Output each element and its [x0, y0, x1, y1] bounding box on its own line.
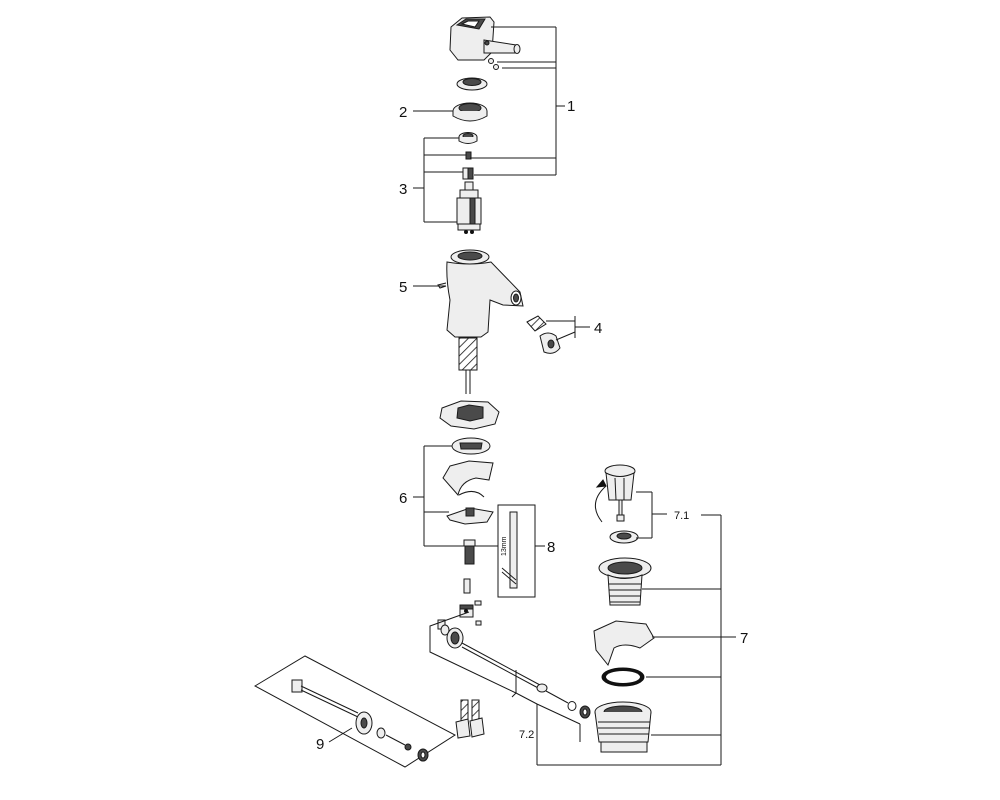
callout-7-1: 7.1 [674, 510, 689, 522]
callout-9: 9 [316, 736, 324, 753]
callout-labels: 1 2 3 4 5 6 7 7.1 7.2 8 9 [316, 98, 748, 753]
pivot-rod [461, 642, 591, 719]
spray-nozzle [526, 315, 561, 354]
callout-3: 3 [399, 181, 407, 198]
waste-flange [598, 557, 652, 606]
callout-1: 1 [567, 98, 575, 115]
connection-hoses [455, 699, 485, 739]
popup-plug [595, 464, 636, 523]
mixer-body [437, 249, 524, 394]
hose-kit [253, 655, 456, 768]
handle-assembly [449, 16, 521, 70]
tool-size-label: 13mm [501, 536, 508, 556]
callout-5: 5 [399, 279, 407, 296]
waste-gasket [593, 620, 655, 667]
plug-seal [609, 530, 639, 544]
callout-7-2: 7.2 [519, 729, 534, 741]
cartridge [456, 181, 482, 234]
waste-body [594, 701, 652, 753]
small-ring [458, 132, 478, 144]
adapter [462, 167, 474, 180]
clevis-clamp [459, 600, 482, 626]
callout-7: 7 [740, 630, 748, 647]
fixing-plate [446, 491, 494, 525]
threaded-rod [463, 539, 476, 594]
callout-2: 2 [399, 104, 407, 121]
cap-ring [456, 77, 488, 91]
seal-ring [451, 437, 491, 455]
tool-box: 13mm [497, 504, 536, 598]
escutcheon-ring [452, 102, 488, 122]
callout-4: 4 [594, 320, 602, 337]
callout-8: 8 [547, 539, 555, 556]
gasket [442, 460, 494, 497]
leader-lines [328, 26, 736, 766]
pivot-nut [437, 619, 464, 649]
base-plate [439, 400, 500, 430]
o-ring-seal [601, 667, 645, 687]
callout-6: 6 [399, 490, 407, 507]
